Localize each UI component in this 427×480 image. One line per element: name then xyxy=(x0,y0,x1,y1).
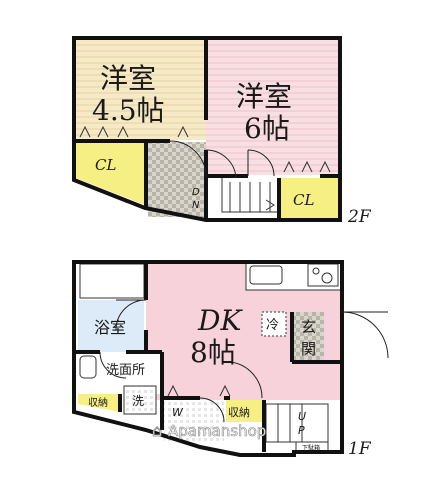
fridge-label: 冷 xyxy=(266,318,279,333)
entrance-label-2: 関 xyxy=(301,340,316,358)
sink xyxy=(249,265,283,285)
washroom-label: 洗面所 xyxy=(106,363,145,378)
dk-size: 8帖 xyxy=(190,336,236,369)
doors-2f xyxy=(169,140,275,179)
stair-mark-n: N xyxy=(192,200,200,211)
storage-b xyxy=(226,400,264,422)
stair-steps-2f xyxy=(221,178,278,213)
dk-name: DK xyxy=(197,304,243,337)
wash-basin xyxy=(79,355,97,379)
shoe-box-label: 下駄箱 xyxy=(302,444,320,452)
entrance-label-1: 玄 xyxy=(301,318,316,336)
closet-a xyxy=(76,142,145,205)
entrance xyxy=(294,312,324,362)
room-western-6 xyxy=(206,38,340,175)
doors-1f xyxy=(99,299,389,423)
room-b-name: 洋室 xyxy=(236,80,292,113)
walls-1f-outer xyxy=(72,260,344,457)
room-western-4-5 xyxy=(74,38,206,140)
washer-area xyxy=(123,385,157,415)
storage-b-label: 収納 xyxy=(228,406,250,419)
hall-2f xyxy=(206,178,278,218)
stair-mark-u: U xyxy=(298,410,306,423)
closet-a-label: CL xyxy=(95,156,116,174)
floor-2: 洋室 4.5帖 洋室 6帖 CL CL D N 2F xyxy=(72,36,372,227)
watermark: ⌂ Apamanshop xyxy=(152,421,267,441)
storage-a-label: 収納 xyxy=(88,396,108,409)
wc-label: W xyxy=(172,406,184,419)
closet-b-label: CL xyxy=(293,191,314,209)
room-a-size: 4.5帖 xyxy=(92,94,165,127)
watermark-text: Apamanshop xyxy=(168,422,266,440)
fridge xyxy=(261,311,287,337)
kitchen-counter xyxy=(245,261,343,291)
wc xyxy=(164,400,224,444)
stair-steps-1f xyxy=(265,403,329,443)
floor-1: DK 8帖 浴室 洗面所 冷 洗 玄 関 収納 収納 W U P 下駄箱 1F xyxy=(72,260,389,459)
bathroom xyxy=(78,300,144,352)
washer-label: 洗 xyxy=(132,394,144,408)
stair-mark-d: D xyxy=(192,187,200,198)
closet-b xyxy=(280,178,338,218)
storage-a xyxy=(78,394,120,412)
stairs-2f xyxy=(148,142,206,217)
room-b-size: 6帖 xyxy=(244,112,290,145)
stair-mark-p: P xyxy=(298,424,305,437)
floor-1-label: 1F xyxy=(348,439,372,459)
room-a-name: 洋室 xyxy=(100,62,156,95)
bathtub xyxy=(79,263,145,299)
walls-1f-inner xyxy=(74,262,342,452)
walls-2f-inner xyxy=(74,38,340,220)
window-marks-1f xyxy=(167,384,231,397)
window-marks-2f xyxy=(79,125,331,173)
floor-2-label: 2F xyxy=(347,207,372,227)
watermark-icon: ⌂ xyxy=(152,421,162,440)
bath-label: 浴室 xyxy=(94,318,126,337)
